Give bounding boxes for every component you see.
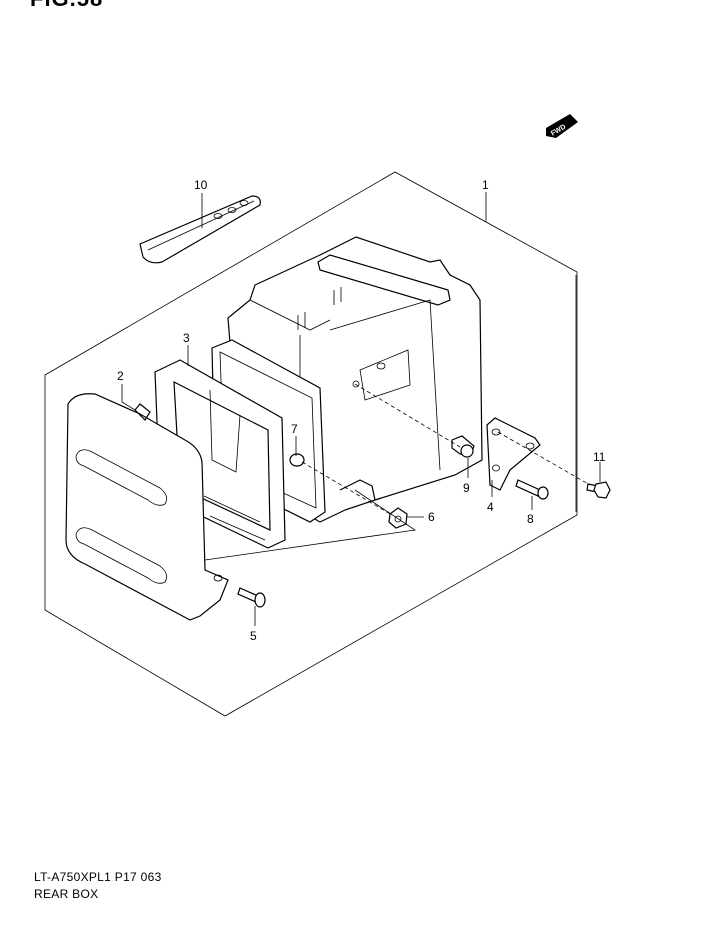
callout-9: 9 [463, 481, 470, 495]
section-name: REAR BOX [34, 887, 99, 901]
nut-part-6 [388, 507, 408, 529]
nut-part-7 [289, 453, 305, 467]
bolt-part-11 [586, 481, 611, 499]
callout-5: 5 [250, 629, 257, 643]
bracket-part [486, 417, 541, 491]
callout-7: 7 [291, 422, 298, 436]
grommet-part [451, 435, 475, 458]
callout-3: 3 [183, 331, 190, 345]
strap-part [139, 195, 261, 264]
fwd-arrow-icon: FWD [546, 114, 578, 138]
callout-1: 1 [482, 178, 489, 192]
figure-title: FIG.58 [30, 0, 103, 12]
model-code: LT-A750XPL1 P17 063 [34, 870, 162, 884]
alignment-line [301, 461, 393, 516]
assembly-outline [44, 171, 578, 717]
alignment-line [204, 489, 417, 561]
alignment-line [497, 431, 591, 486]
callout-10: 10 [194, 178, 208, 192]
screw-part-5 [237, 587, 266, 608]
callout-6: 6 [428, 510, 435, 524]
leader-lines [121, 192, 601, 626]
callout-4: 4 [487, 500, 494, 514]
lid-part [65, 393, 229, 621]
callout-11: 11 [593, 450, 606, 464]
callout-2: 2 [117, 369, 124, 383]
callout-8: 8 [527, 512, 534, 526]
screw-part-8 [515, 479, 549, 500]
